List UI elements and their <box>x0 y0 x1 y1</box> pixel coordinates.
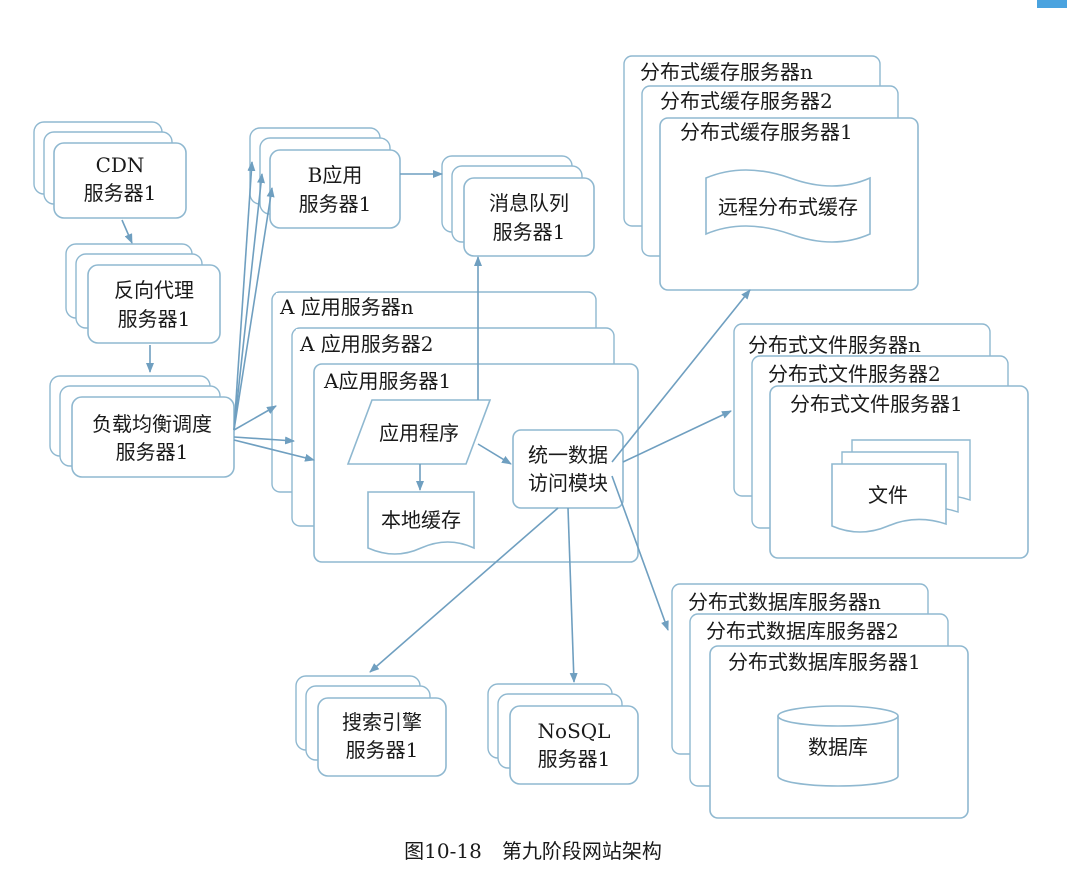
cache-server-n-label: 分布式缓存服务器n <box>640 60 813 84</box>
arrow-data-to-cache <box>611 289 751 463</box>
file-server-1-label: 分布式文件服务器1 <box>790 392 963 416</box>
a-app-server-1-label: A应用服务器1 <box>323 369 451 393</box>
b-app-server-stack: B应用 服务器1 <box>249 127 401 229</box>
cache-server-2-label: 分布式缓存服务器2 <box>660 89 833 113</box>
reverse-proxy-label: 反向代理 <box>114 278 194 302</box>
search-engine-stack: 搜索引擎 服务器1 <box>295 675 447 777</box>
load-balancer-label: 负载均衡调度 <box>92 412 212 436</box>
cdn-sublabel: 服务器1 <box>84 181 157 205</box>
local-cache-node: 本地缓存 <box>367 491 475 555</box>
arrow-lb-to-b-app-2 <box>233 173 265 431</box>
file-label: 文件 <box>868 483 908 507</box>
arrow-data-to-nosql <box>567 507 578 683</box>
b-app-sublabel: 服务器1 <box>299 192 372 216</box>
arrow-lb-to-a-app-n <box>233 405 277 431</box>
a-app-server-n-label: A 应用服务器n <box>279 295 414 319</box>
connection-arrows <box>121 161 751 683</box>
message-queue-sublabel: 服务器1 <box>493 220 566 244</box>
a-app-server-2-label: A 应用服务器2 <box>299 332 434 356</box>
arrow-cdn-to-proxy <box>121 219 133 244</box>
message-queue-stack: 消息队列 服务器1 <box>441 155 595 257</box>
load-balancer-sublabel: 服务器1 <box>116 440 189 464</box>
nosql-sublabel: 服务器1 <box>538 747 611 771</box>
distributed-file-stack: 分布式文件服务器n 分布式文件服务器2 分布式文件服务器1 文件 <box>733 323 1029 559</box>
message-queue-label: 消息队列 <box>489 191 569 215</box>
load-balancer-stack: 负载均衡调度 服务器1 <box>49 375 235 478</box>
b-app-label: B应用 <box>308 163 363 187</box>
nosql-label: NoSQL <box>538 719 611 743</box>
arrow-lb-to-b-app-1 <box>233 161 256 431</box>
arrow-data-to-file <box>622 410 732 463</box>
arrow-lb-to-a-app-1 <box>233 439 315 462</box>
arrow-app-to-data-access <box>477 443 512 465</box>
arrow-data-to-search <box>369 507 559 673</box>
file-server-2-label: 分布式文件服务器2 <box>768 362 941 386</box>
db-server-1-label: 分布式数据库服务器1 <box>728 650 921 674</box>
corner-accent-bar <box>1037 0 1067 8</box>
distributed-database-stack: 分布式数据库服务器n 分布式数据库服务器2 分布式数据库服务器1 数据库 <box>671 583 969 819</box>
search-engine-label: 搜索引擎 <box>342 710 422 734</box>
cache-server-1-label: 分布式缓存服务器1 <box>680 120 853 144</box>
data-access-label: 统一数据 <box>528 443 608 467</box>
data-access-sublabel: 访问模块 <box>528 471 608 495</box>
remote-cache-label: 远程分布式缓存 <box>718 195 858 219</box>
arrow-lb-to-a-app-2 <box>233 436 295 445</box>
reverse-proxy-sublabel: 服务器1 <box>118 307 191 331</box>
cdn-label: CDN <box>96 153 145 177</box>
arrow-data-to-db <box>611 475 669 631</box>
distributed-cache-stack: 分布式缓存服务器n 分布式缓存服务器2 分布式缓存服务器1 远程分布式缓存 <box>623 55 919 291</box>
figure-caption: 图10-18 第九阶段网站架构 <box>404 839 662 863</box>
database-label: 数据库 <box>808 735 868 759</box>
search-engine-sublabel: 服务器1 <box>346 738 419 762</box>
reverse-proxy-stack: 反向代理 服务器1 <box>65 243 221 344</box>
file-server-n-label: 分布式文件服务器n <box>748 333 921 357</box>
data-access-module: 统一数据 访问模块 <box>512 429 624 509</box>
arrow-lb-to-b-app-3 <box>233 187 275 431</box>
cdn-server-stack: CDN 服务器1 <box>33 121 187 219</box>
db-server-n-label: 分布式数据库服务器n <box>688 590 881 614</box>
app-program-node: 应用程序 <box>346 399 492 465</box>
nosql-stack: NoSQL 服务器1 <box>487 683 639 785</box>
local-cache-label: 本地缓存 <box>381 508 461 532</box>
app-program-label: 应用程序 <box>379 421 459 445</box>
db-server-2-label: 分布式数据库服务器2 <box>706 619 899 643</box>
